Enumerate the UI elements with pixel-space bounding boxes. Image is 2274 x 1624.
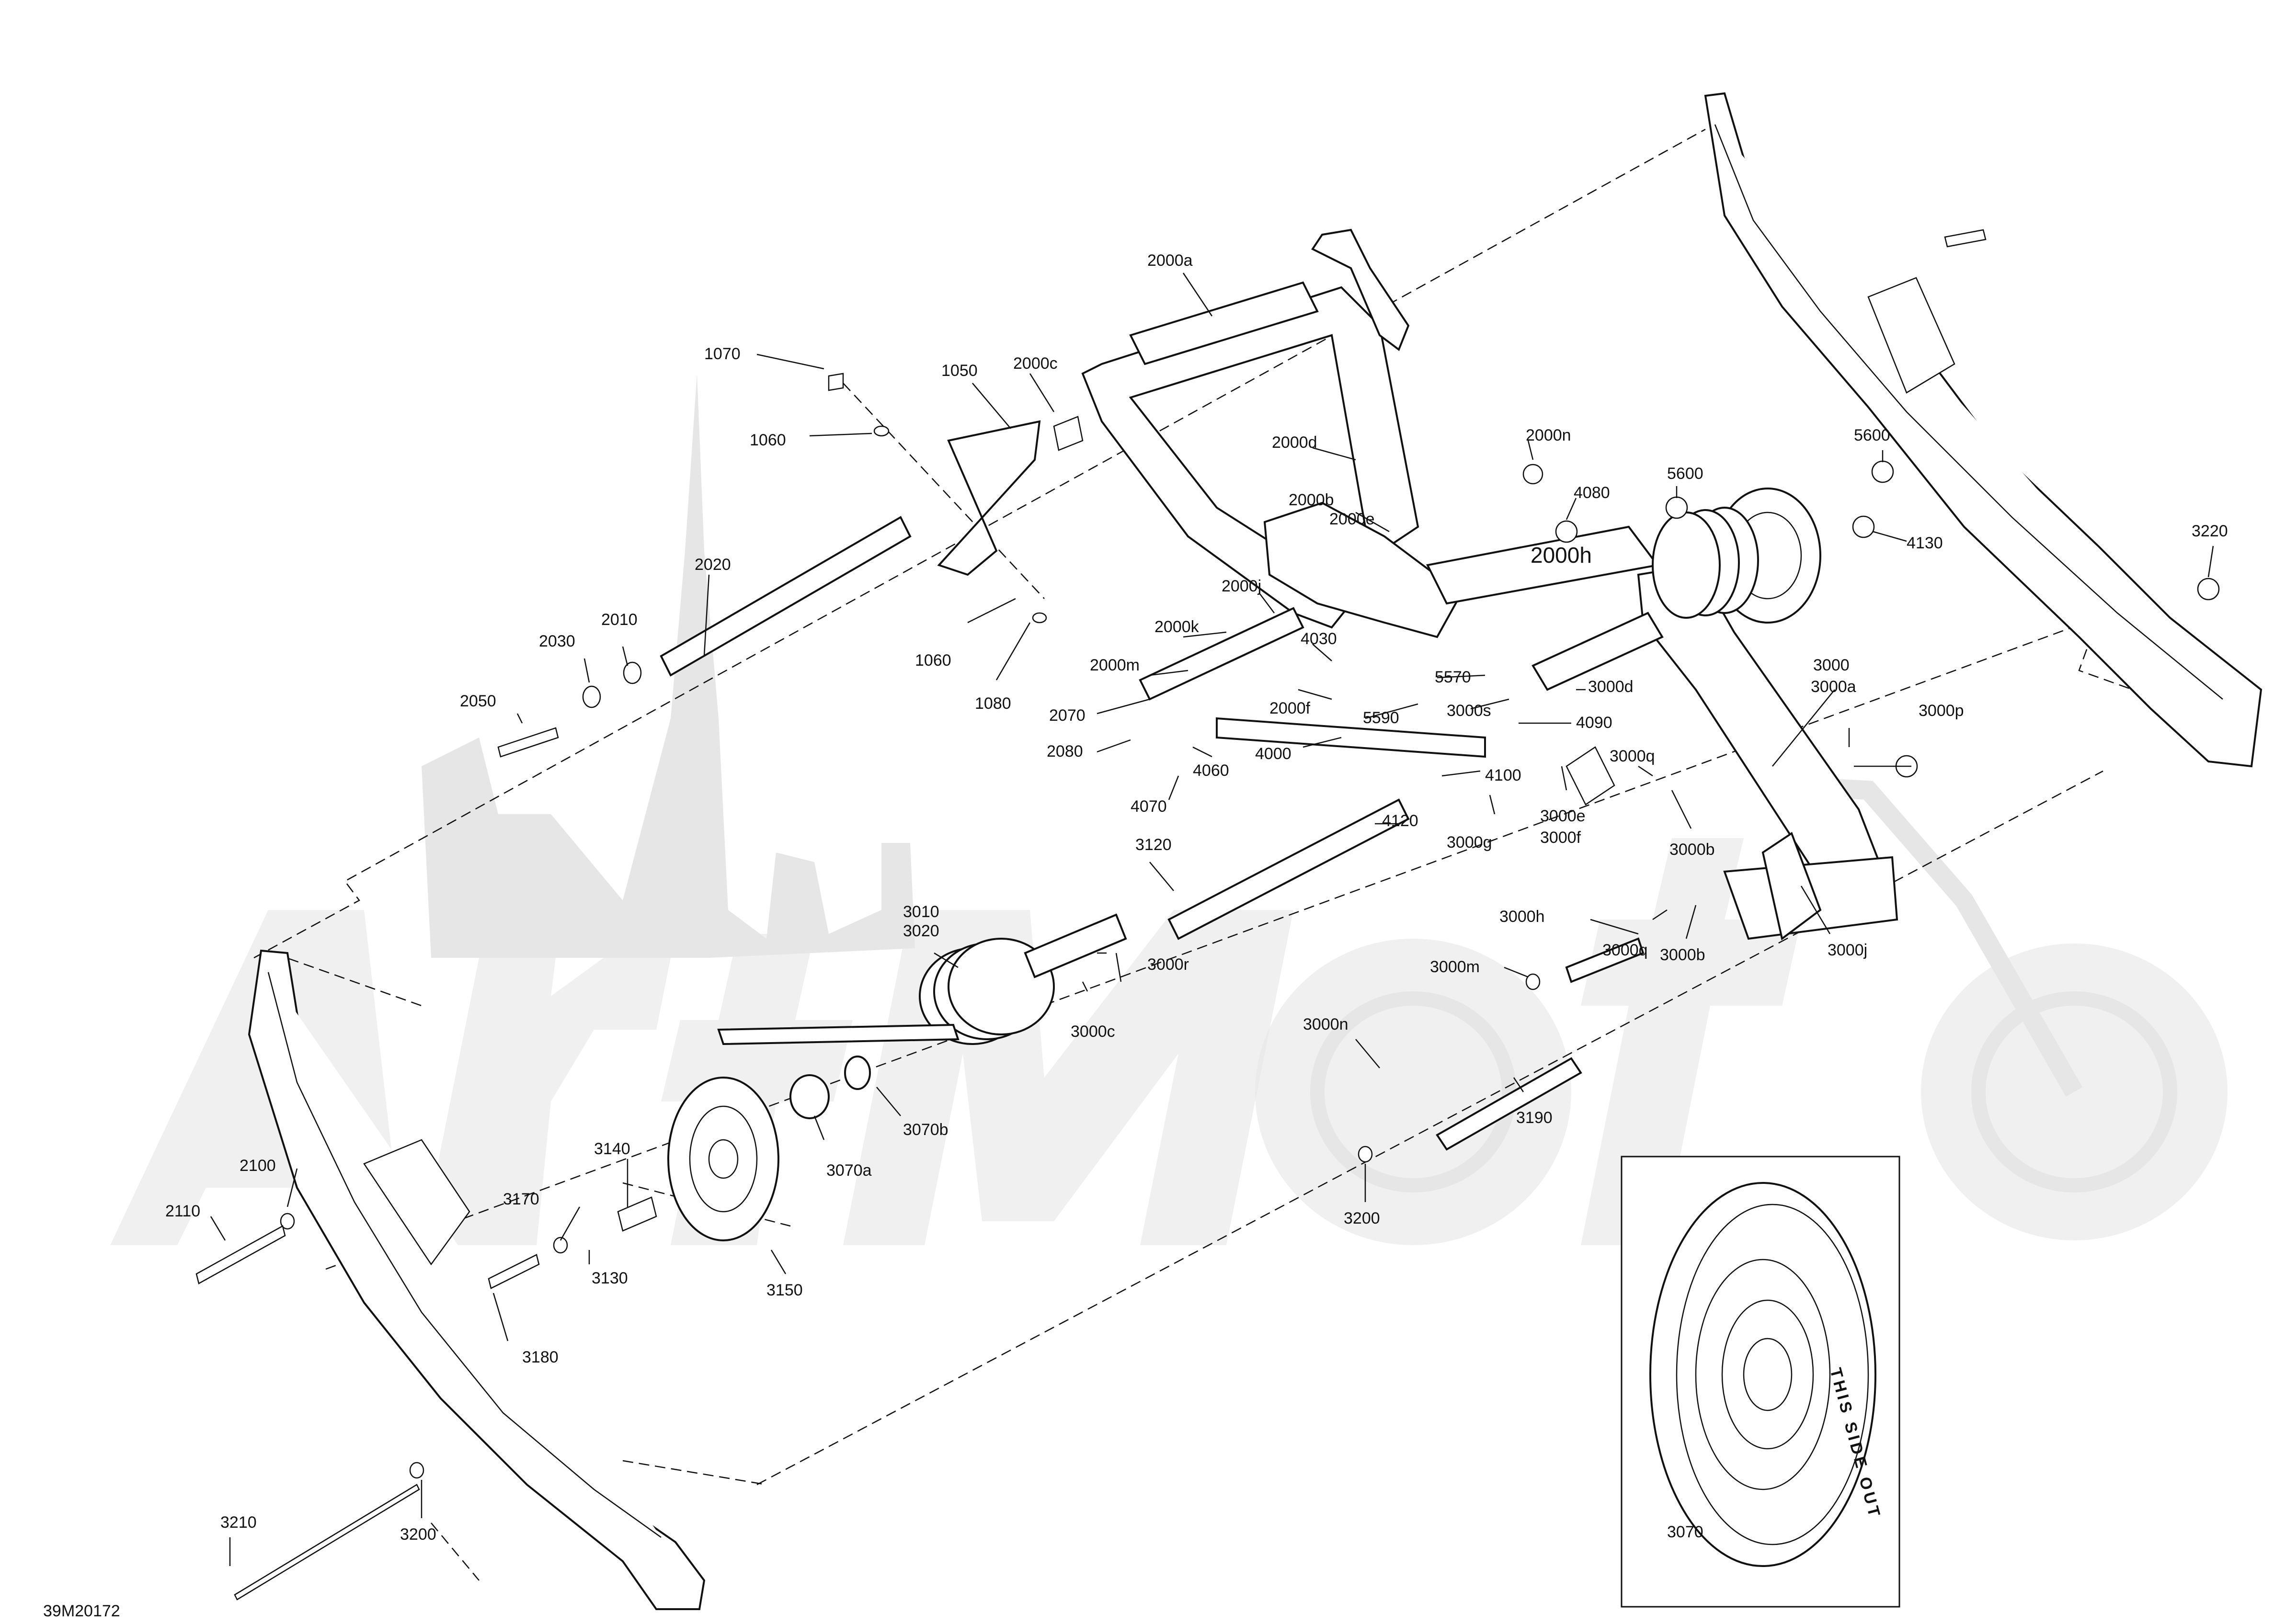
label-4000: 4000	[1255, 745, 1291, 763]
idler-wheel	[667, 1056, 871, 1241]
label-3120: 3120	[1135, 836, 1172, 854]
label-5600-left: 5600	[1667, 465, 1703, 483]
label-3000a: 3000a	[1811, 678, 1856, 696]
label-3000s: 3000s	[1447, 702, 1491, 720]
label-1060-top: 1060	[750, 431, 786, 449]
diagram-id: 39M20172	[43, 1602, 120, 1620]
label-2000f: 2000f	[1269, 699, 1311, 717]
label-4090: 4090	[1576, 714, 1612, 732]
label-4120: 4120	[1382, 812, 1418, 830]
label-3190: 3190	[1516, 1109, 1553, 1127]
label-4100: 4100	[1485, 766, 1521, 784]
label-2100: 2100	[240, 1157, 276, 1175]
label-2000k: 2000k	[1154, 618, 1200, 636]
part-labels: 1070 1060 1050 2000c 2000a 2020 2010 203…	[43, 251, 2228, 1620]
label-2000d: 2000d	[1272, 433, 1317, 452]
label-1050: 1050	[941, 362, 978, 380]
label-3000m: 3000m	[1430, 958, 1480, 976]
label-1060-bottom: 1060	[915, 651, 951, 670]
label-3000b-bottom: 3000b	[1660, 946, 1705, 964]
label-2050: 2050	[460, 692, 496, 710]
label-4060: 4060	[1193, 761, 1229, 780]
label-3000r: 3000r	[1147, 955, 1189, 974]
label-3000g: 3000g	[1447, 833, 1492, 852]
label-2000j: 2000j	[1222, 577, 1261, 595]
front-arm	[1081, 228, 1659, 638]
label-3000e: 3000e	[1540, 807, 1586, 825]
label-3070b: 3070b	[903, 1121, 948, 1139]
shafts	[234, 516, 1645, 1601]
label-3150: 3150	[766, 1281, 803, 1299]
label-3000q-top: 3000q	[1610, 747, 1655, 765]
label-4030: 4030	[1301, 630, 1337, 648]
label-3000f: 3000f	[1540, 829, 1581, 847]
label-3220: 3220	[2192, 522, 2228, 540]
label-3000d: 3000d	[1588, 678, 1634, 696]
label-3070-detail: 3070	[1667, 1523, 1703, 1541]
label-2000b: 2000b	[1289, 491, 1334, 509]
label-3010: 3010	[903, 903, 939, 921]
label-2000c: 2000c	[1013, 354, 1058, 373]
label-1070: 1070	[704, 345, 741, 363]
label-2000m: 2000m	[1090, 656, 1140, 674]
label-2010: 2010	[601, 611, 638, 629]
label-3000q-bottom: 3000q	[1602, 941, 1648, 959]
left-rail	[248, 949, 706, 1610]
label-3200-bottom: 3200	[400, 1525, 436, 1544]
label-3000j: 3000j	[1828, 941, 1867, 959]
label-2000h: 2000h	[1531, 543, 1592, 568]
label-4070: 4070	[1131, 797, 1167, 816]
upper-shock	[1531, 488, 1821, 691]
label-4080: 4080	[1574, 484, 1610, 502]
label-3000p: 3000p	[1919, 702, 1964, 720]
label-3180: 3180	[522, 1348, 559, 1366]
label-2020: 2020	[695, 556, 731, 574]
rear-arm	[1637, 564, 1898, 941]
label-2030: 2030	[539, 632, 575, 650]
label-3000: 3000	[1813, 656, 1850, 674]
label-2080: 2080	[1047, 742, 1083, 761]
label-5590: 5590	[1363, 709, 1399, 727]
label-3000c: 3000c	[1071, 1022, 1115, 1041]
label-3210: 3210	[220, 1513, 257, 1532]
label-2110: 2110	[165, 1202, 200, 1220]
label-3000h: 3000h	[1499, 908, 1545, 926]
right-rail	[1704, 92, 2263, 768]
label-3020: 3020	[903, 922, 939, 940]
label-2070: 2070	[1049, 706, 1086, 725]
label-3000b-top: 3000b	[1669, 840, 1715, 859]
label-1080: 1080	[975, 694, 1011, 713]
lower-spring	[717, 913, 1127, 1045]
label-3000n: 3000n	[1303, 1015, 1348, 1033]
detail-box-3070: THIS SIDE OUT	[1621, 1156, 1900, 1608]
leader-lines	[210, 273, 2214, 1566]
label-3170: 3170	[503, 1190, 539, 1208]
label-5600-right: 5600	[1854, 426, 1890, 444]
label-5570: 5570	[1435, 668, 1471, 686]
label-3130: 3130	[592, 1269, 628, 1287]
label-4130: 4130	[1907, 534, 1943, 552]
label-2000e: 2000e	[1329, 510, 1375, 528]
label-3140: 3140	[594, 1140, 630, 1158]
label-2000a: 2000a	[1147, 251, 1193, 270]
label-3200-mid: 3200	[1344, 1209, 1380, 1227]
label-3070a: 3070a	[826, 1161, 872, 1180]
label-2000n: 2000n	[1526, 426, 1571, 444]
